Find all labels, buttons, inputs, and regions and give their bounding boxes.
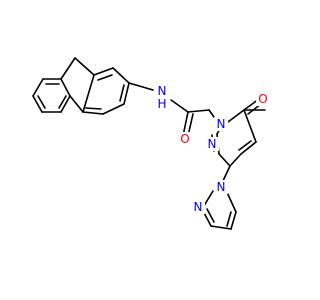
atom-n-pz1: N xyxy=(214,180,228,194)
bond xyxy=(226,211,232,227)
bond xyxy=(206,208,215,223)
bond xyxy=(37,95,46,109)
atom-label-n: N xyxy=(217,117,226,131)
bond xyxy=(32,95,43,113)
bond xyxy=(82,111,104,115)
bond xyxy=(60,57,76,80)
atom-o-ring: O xyxy=(256,92,270,106)
molecule-structure: N H O O N N N N xyxy=(32,57,270,230)
atom-labels: N H O O N N N N xyxy=(155,84,270,214)
atom-label-n: N xyxy=(158,84,167,98)
atom-label-n: N xyxy=(208,137,217,151)
bond xyxy=(102,103,125,115)
atom-label-o: O xyxy=(180,132,189,146)
bond xyxy=(128,82,154,91)
atom-n-pz2: N xyxy=(191,200,205,214)
atom-n1: N xyxy=(214,117,228,131)
atom-label-n: N xyxy=(217,180,226,194)
bonds xyxy=(32,57,266,230)
bond xyxy=(227,109,245,123)
bond xyxy=(97,74,113,81)
bond xyxy=(85,107,102,110)
atom-label-o: O xyxy=(258,92,267,106)
bond xyxy=(230,211,237,230)
atom-o-amide: O xyxy=(178,132,192,146)
atom-n2: N xyxy=(205,137,219,151)
bond xyxy=(187,109,210,113)
bond xyxy=(60,95,71,113)
bond xyxy=(93,67,114,76)
bond xyxy=(32,78,44,97)
bond xyxy=(82,74,95,113)
atom-label-n: N xyxy=(194,200,203,214)
bond xyxy=(60,78,71,97)
bond xyxy=(229,153,242,167)
atom-label-h: H xyxy=(157,97,166,111)
bond xyxy=(170,99,189,113)
bond xyxy=(218,153,231,167)
bond xyxy=(238,140,252,151)
bond xyxy=(240,141,257,155)
bond xyxy=(210,225,232,230)
bond xyxy=(74,57,95,76)
bond xyxy=(123,82,130,105)
bond xyxy=(58,95,67,109)
bond xyxy=(243,109,257,143)
bond xyxy=(69,95,84,113)
bond xyxy=(112,67,130,84)
bond xyxy=(119,84,125,102)
atom-n-amide: N H xyxy=(155,84,169,111)
